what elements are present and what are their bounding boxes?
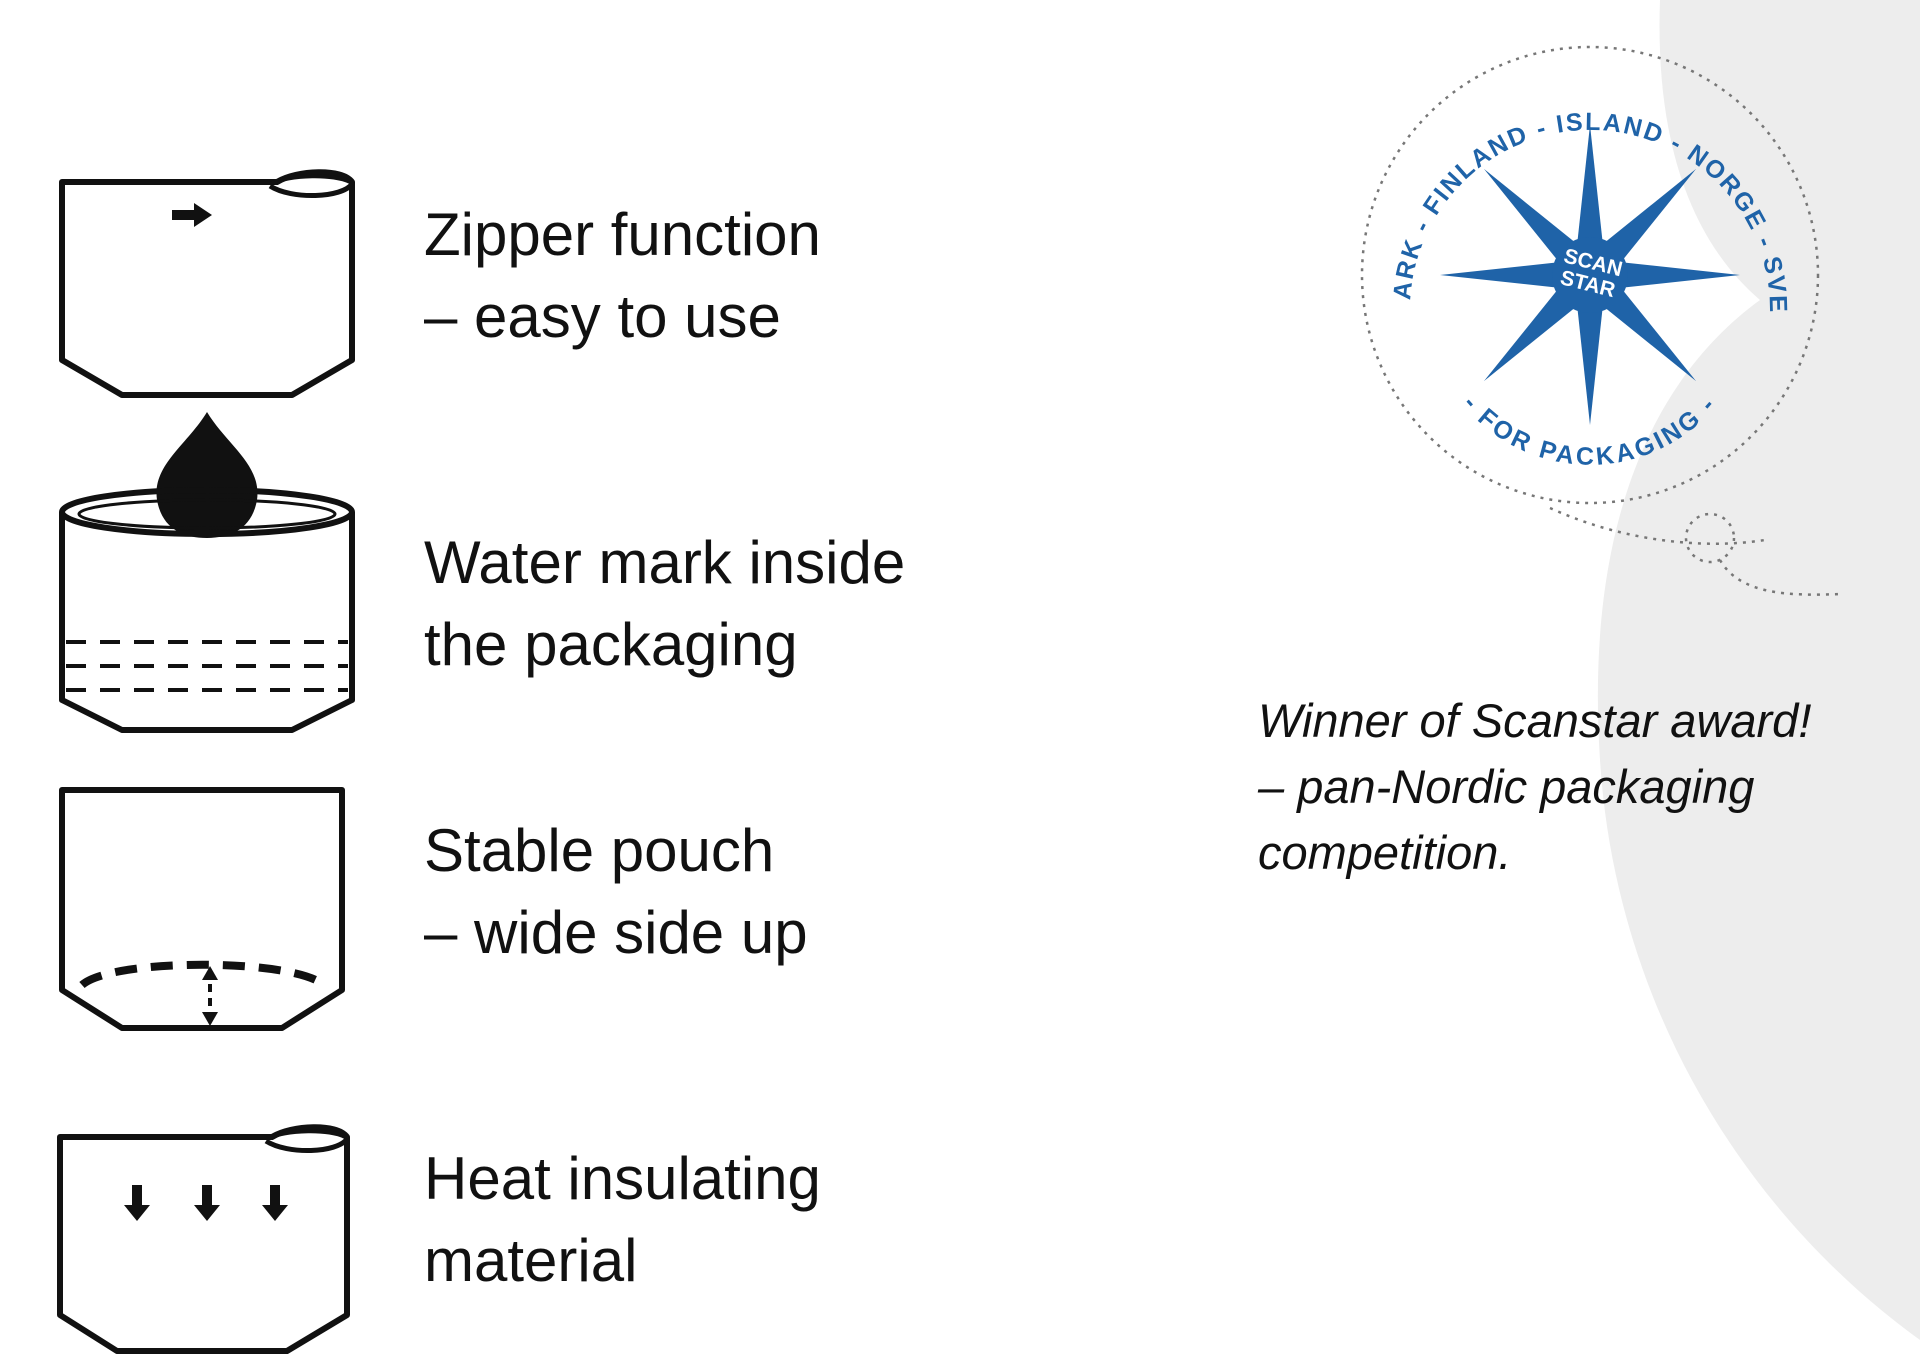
feature-watermark-line1: Water mark inside xyxy=(424,529,906,596)
award-text: Winner of Scanstar award! – pan-Nordic p… xyxy=(1258,688,1898,886)
star-icon xyxy=(1440,125,1740,425)
feature-heat-line1: Heat insulating xyxy=(424,1145,821,1212)
water-mark-pouch-icon xyxy=(59,412,355,733)
feature-watermark-text: Water mark inside the packaging xyxy=(424,522,905,686)
feature-zipper-line1: Zipper function xyxy=(424,201,821,268)
award-line2: – pan-Nordic packaging xyxy=(1258,760,1755,813)
feature-watermark-line2: the packaging xyxy=(424,611,798,678)
stable-pouch-icon xyxy=(59,787,345,1031)
feature-stable-line1: Stable pouch xyxy=(424,817,775,884)
feature-heat-text: Heat insulating material xyxy=(424,1138,821,1302)
feature-heat-line2: material xyxy=(424,1227,638,1294)
heat-insulating-pouch-icon xyxy=(57,1124,350,1354)
feature-zipper-text: Zipper function – easy to use xyxy=(424,194,821,358)
scanstar-seal: DANMARK - FINLAND - ISLAND - NORGE - SVE… xyxy=(1320,20,1841,596)
award-line3: competition. xyxy=(1258,826,1512,879)
award-line1: Winner of Scanstar award! xyxy=(1258,694,1812,747)
feature-zipper-line2: – easy to use xyxy=(424,283,781,350)
feature-stable-text: Stable pouch – wide side up xyxy=(424,810,808,974)
zipper-pouch-icon xyxy=(59,169,355,398)
feature-stable-line2: – wide side up xyxy=(424,899,808,966)
